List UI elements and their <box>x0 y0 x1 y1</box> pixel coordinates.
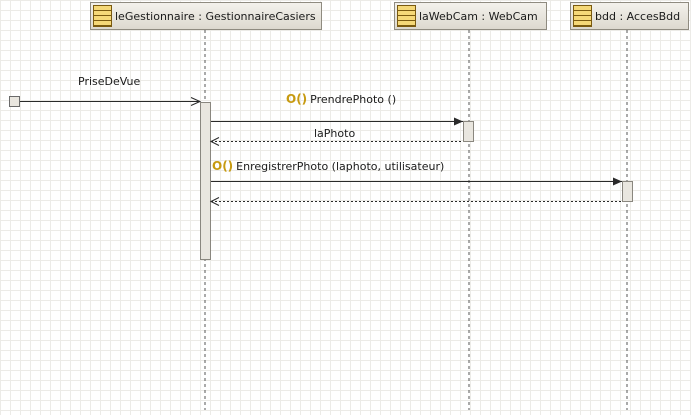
message-text: laPhoto <box>314 127 356 140</box>
operation-icon: O() <box>212 159 234 173</box>
filled-arrowhead-icon <box>613 177 622 186</box>
message-label-enregistrerphoto[interactable]: O()EnregistrerPhoto (laphoto, utilisateu… <box>212 159 444 173</box>
message-text: PrendrePhoto () <box>310 93 397 106</box>
lifeline-separator: : <box>477 9 489 23</box>
lifeline-head-legestionnaire[interactable]: leGestionnaire : GestionnaireCasiers <box>90 2 322 30</box>
class-icon <box>397 5 416 27</box>
found-message-start-point[interactable] <box>9 96 20 107</box>
class-icon <box>573 5 592 27</box>
lifeline-head-lawebcam[interactable]: laWebCam : WebCam <box>394 2 547 30</box>
open-arrowhead-icon <box>209 197 220 206</box>
lifeline-type: WebCam <box>488 9 538 23</box>
open-arrowhead-icon <box>190 97 202 106</box>
activation-bar-legestionnaire[interactable] <box>200 102 211 260</box>
message-text: EnregistrerPhoto (laphoto, utilisateur) <box>236 160 445 173</box>
message-label-prisedevue[interactable]: PriseDeVue <box>78 75 140 88</box>
open-arrowhead-icon <box>209 137 220 146</box>
lifeline-separator: : <box>194 9 206 23</box>
activation-bar-lawebcam[interactable] <box>463 121 474 142</box>
operation-icon: O() <box>286 92 308 106</box>
class-icon <box>93 5 112 27</box>
message-label-laphoto[interactable]: laPhoto <box>314 127 355 140</box>
message-text: PriseDeVue <box>78 75 141 88</box>
lifeline-head-bdd[interactable]: bdd : AccesBdd <box>570 2 689 30</box>
message-label-prendrephoto[interactable]: O()PrendrePhoto () <box>286 92 396 106</box>
lifeline-name: laWebCam <box>419 9 478 23</box>
activation-bar-bdd[interactable] <box>622 181 633 202</box>
lifeline-type: GestionnaireCasiers <box>205 9 316 23</box>
lifeline-name: bdd <box>595 9 616 23</box>
filled-arrowhead-icon <box>454 117 463 126</box>
lifeline-type: AccesBdd <box>626 9 681 23</box>
lifeline-name: leGestionnaire <box>115 9 195 23</box>
lifeline-separator: : <box>615 9 627 23</box>
